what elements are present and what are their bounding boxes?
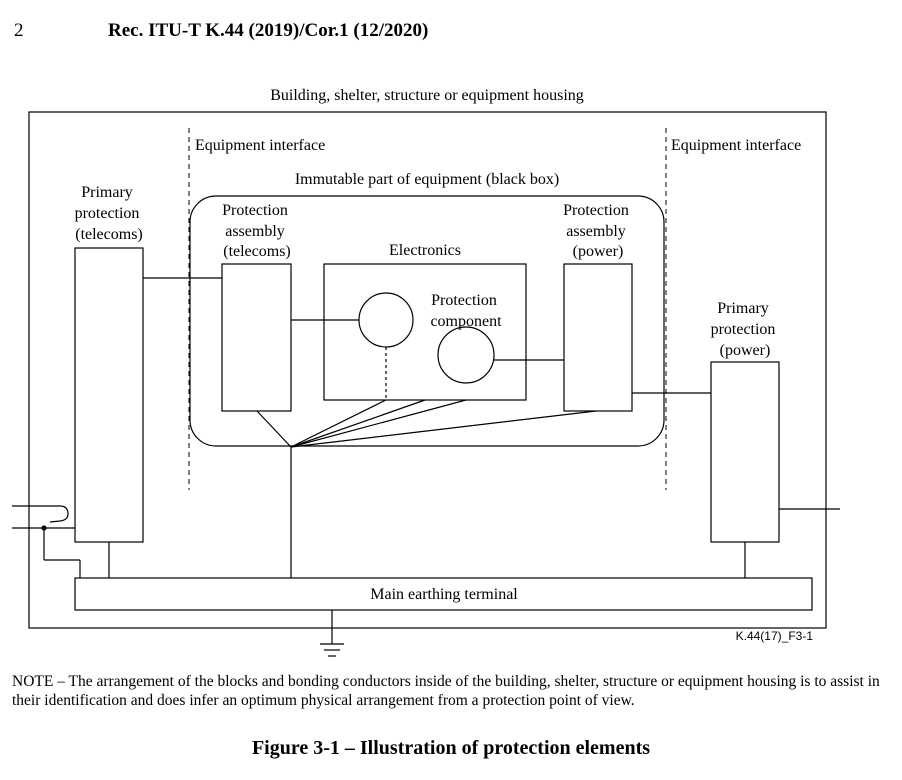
assembly-telecoms-label: Protection assembly (telecoms) bbox=[222, 202, 292, 260]
primary-protection-telecoms-box bbox=[74, 247, 144, 543]
black-box bbox=[189, 195, 665, 447]
electronics-box bbox=[323, 263, 527, 401]
figure-note: NOTE – The arrangement of the blocks and… bbox=[12, 673, 880, 709]
junction-dot bbox=[41, 525, 47, 531]
protection-assembly-power-box bbox=[563, 263, 633, 412]
document-title: Rec. ITU-T K.44 (2019)/Cor.1 (12/2020) bbox=[108, 20, 429, 41]
equipment-interface-label-left: Equipment interface bbox=[195, 137, 325, 154]
primary-power-label: Primary protection (power) bbox=[711, 300, 780, 359]
primary-telecoms-label: Primary protection (telecoms) bbox=[75, 184, 144, 243]
building-label: Building, shelter, structure or equipmen… bbox=[270, 87, 584, 104]
page-number: 2 bbox=[14, 20, 24, 41]
protection-elements-diagram: Building, shelter, structure or equipmen… bbox=[12, 87, 840, 657]
protection-assembly-telecoms-box bbox=[221, 263, 292, 412]
component-circle-right bbox=[437, 326, 495, 384]
equipment-interface-label-right: Equipment interface bbox=[671, 137, 801, 154]
main-earthing-terminal-label: Main earthing terminal bbox=[370, 586, 518, 603]
protection-component-label: Protection component bbox=[430, 292, 502, 330]
black-box-label: Immutable part of equipment (black box) bbox=[295, 171, 559, 188]
building-outline bbox=[28, 111, 827, 629]
electronics-label: Electronics bbox=[389, 242, 461, 259]
figure-reference: K.44(17)_F3-1 bbox=[736, 629, 814, 643]
assembly-power-label: Protection assembly (power) bbox=[563, 202, 633, 260]
main-earthing-terminal-box bbox=[74, 577, 813, 611]
primary-protection-power-box bbox=[710, 361, 780, 543]
figure-caption: Figure 3-1 – Illustration of protection … bbox=[251, 737, 651, 759]
connection-wires bbox=[12, 277, 840, 657]
